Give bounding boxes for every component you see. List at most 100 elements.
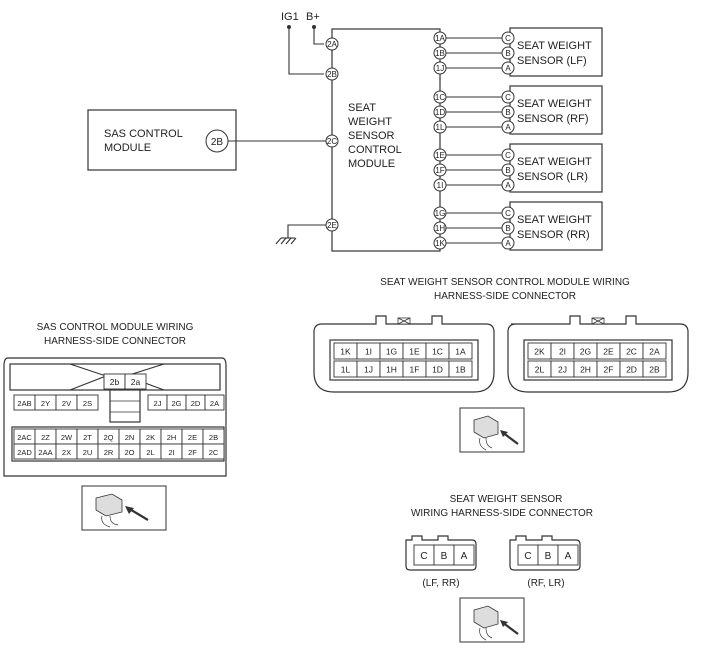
- sas-pin-2j: 2J: [154, 399, 162, 408]
- sws1-pin-1d: 1D: [432, 365, 443, 375]
- sas-pin-2k: 2K: [146, 433, 155, 442]
- bplus-wire: [313, 27, 324, 45]
- ig1-wire: [288, 27, 324, 75]
- sensor-lf-pin-c: C: [505, 34, 511, 43]
- sws2-pin-2c: 2C: [626, 347, 637, 357]
- sensor-lr-pin-b: B: [505, 166, 510, 175]
- sensor-lr-pin-c: C: [505, 151, 511, 160]
- sensor-connector-caption-lf-rr: (LF, RR): [422, 578, 459, 589]
- sas-pin-2c: 2C: [209, 448, 219, 457]
- sensor-lf-module-pin-2: 1B: [435, 49, 445, 58]
- sas-pin-2b-label: 2B: [211, 137, 224, 148]
- sas-pin-2ab: 2AB: [17, 399, 31, 408]
- sws1-pin-1i: 1I: [365, 347, 372, 357]
- sensor-lr-name-line2: SENSOR (LR): [517, 171, 588, 183]
- control-module-name-line2: WEIGHT: [348, 116, 392, 128]
- sws1-pin-1e: 1E: [409, 347, 420, 357]
- sensor-lr-module-pin-1: 1E: [435, 151, 445, 160]
- sas-pin-2z: 2Z: [41, 433, 50, 442]
- sensor-lf-module-pin-3: 1J: [436, 64, 444, 73]
- sensor-conn2-pin-a: A: [565, 551, 572, 562]
- module-pin-2e-label: 2E: [327, 221, 337, 230]
- sas-module-name-line1: SAS CONTROL: [104, 128, 183, 140]
- sas-pin-2v: 2V: [62, 399, 71, 408]
- sensor-conn2-pin-c: C: [524, 551, 531, 562]
- sws2-pin-2d: 2D: [626, 365, 637, 375]
- sws1-pin-1l: 1L: [341, 365, 351, 375]
- sas-pin-2w: 2W: [61, 433, 73, 442]
- sas-pin-2r: 2R: [104, 448, 114, 457]
- sws2-pin-2g: 2G: [580, 347, 591, 357]
- sws-connector-title-line2: HARNESS-SIDE CONNECTOR: [434, 291, 576, 302]
- connector-view-icon: [459, 407, 525, 453]
- sensor-connector-title-line1: SEAT WEIGHT SENSOR: [450, 494, 563, 505]
- module-pin-2b: [325, 67, 339, 81]
- sws2-pin-2l: 2L: [535, 365, 545, 375]
- sensor-conn2-pin-b: B: [545, 551, 552, 562]
- sensor-connector-rf-lr: C B A: [509, 535, 581, 571]
- sensor-connector-title-line2: WIRING HARNESS-SIDE CONNECTOR: [411, 508, 593, 519]
- sas-pin-2y: 2Y: [41, 399, 50, 408]
- sensor-lr-module-pin-2: 1F: [435, 166, 444, 175]
- sas-pin-2a-top: 2a: [131, 377, 141, 387]
- sas-pin-2o: 2O: [124, 448, 134, 457]
- sws2-pin-2e: 2E: [603, 347, 614, 357]
- sensor-connector-caption-rf-lr: (RF, LR): [527, 578, 564, 589]
- sas-pin-2x: 2X: [62, 448, 71, 457]
- control-module-name-line5: MODULE: [348, 158, 395, 170]
- sas-pin-2g: 2G: [171, 399, 181, 408]
- sas-pin-2t: 2T: [83, 433, 92, 442]
- sws1-pin-1f: 1F: [410, 365, 420, 375]
- sas-pin-2i: 2I: [168, 448, 174, 457]
- sensor-rf-module-pin-1: 1C: [435, 93, 445, 102]
- sas-module-name-line2: MODULE: [104, 142, 151, 154]
- module-pin-2a-label: 2A: [327, 40, 337, 49]
- sas-connector: 2b 2a 2AB 2Y 2V 2S 2J 2G 2D 2A 2AC 2Z 2W…: [3, 357, 227, 477]
- sas-pin-2ad: 2AD: [17, 448, 32, 457]
- sensor-lf-name-line1: SEAT WEIGHT: [517, 40, 592, 52]
- sas-pin-2h: 2H: [167, 433, 177, 442]
- sas-control-module: SAS CONTROL MODULE 2B: [87, 109, 237, 171]
- control-module-box: [331, 28, 441, 252]
- sensor-rr-module-pin-3: 1K: [435, 239, 445, 248]
- sensor-rr-pin-b: B: [505, 224, 510, 233]
- sws1-pin-1c: 1C: [432, 347, 443, 357]
- sensor-lr-name-line1: SEAT WEIGHT: [517, 156, 592, 168]
- sws2-pin-2j: 2J: [558, 365, 567, 375]
- sas-pin-2u: 2U: [83, 448, 93, 457]
- sas-pin-2ac: 2AC: [17, 433, 32, 442]
- sas-pin-2q: 2Q: [103, 433, 113, 442]
- sensor-rf-module-pin-2: 1D: [435, 108, 445, 117]
- sensor-lr-module-pin-3: 1I: [437, 181, 444, 190]
- sws-connector-2: 2K 2I 2G 2E 2C 2A 2L 2J 2H 2F 2D 2B: [507, 315, 689, 393]
- sensor-rr: SEAT WEIGHT SENSOR (RR) 1G 1H 1K C B A: [433, 201, 603, 251]
- sas-pin-2n: 2N: [125, 433, 135, 442]
- sas-pin-2b-top: 2b: [110, 377, 120, 387]
- sensor-rf-name-line2: SENSOR (RF): [517, 113, 589, 125]
- control-module-name-line1: SEAT: [348, 102, 376, 114]
- sensor-rr-pin-a: A: [505, 239, 511, 248]
- sws1-pin-1g: 1G: [386, 347, 397, 357]
- sensor-rr-module-pin-2: 1H: [435, 224, 445, 233]
- sensor-lf-name-line2: SENSOR (LF): [517, 55, 587, 67]
- ground-symbol: [275, 224, 326, 245]
- sensor-rf-pin-a: A: [505, 123, 511, 132]
- sws-connector-1: 1K 1I 1G 1E 1C 1A 1L 1J 1H 1F 1D 1B: [313, 315, 495, 393]
- control-module-name-line3: SENSOR: [348, 130, 395, 142]
- ig1-label: IG1: [281, 11, 299, 23]
- sws2-pin-2a: 2A: [649, 347, 660, 357]
- sws2-pin-2i: 2I: [559, 347, 566, 357]
- sensor-rf: SEAT WEIGHT SENSOR (RF) 1C 1D 1L C B A: [433, 85, 603, 135]
- sensor-lr-box: [509, 143, 603, 193]
- sensor-conn1-pin-c: C: [420, 551, 427, 562]
- bplus-label: B+: [306, 11, 320, 23]
- sws1-pin-1b: 1B: [455, 365, 466, 375]
- module-pin-2b-label: 2B: [327, 70, 337, 79]
- sensor-rr-name-line2: SENSOR (RR): [517, 229, 590, 241]
- sensor-rr-box: [509, 201, 603, 251]
- sas-pin-2aa: 2AA: [38, 448, 52, 457]
- sws2-pin-2b: 2B: [649, 365, 660, 375]
- sensor-lf: SEAT WEIGHT SENSOR (LF) 1A 1B 1J C B A: [433, 27, 603, 77]
- sas-connector-view-icon: [81, 485, 167, 531]
